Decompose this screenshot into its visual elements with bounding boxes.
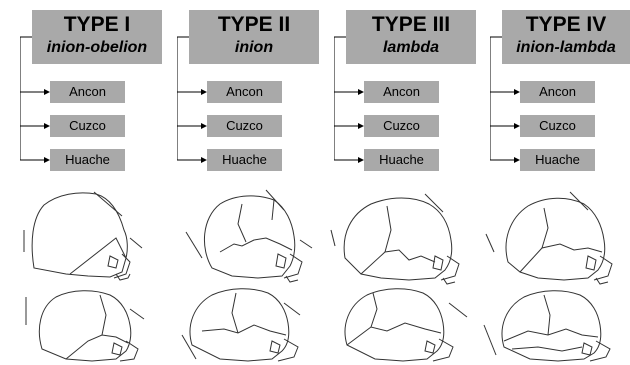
site-label: Huache bbox=[50, 149, 125, 171]
site-label: Ancon bbox=[50, 81, 125, 103]
site-label: Ancon bbox=[364, 81, 439, 103]
skull-type-2-row-2 bbox=[172, 285, 317, 363]
type-title: TYPE II bbox=[189, 13, 319, 37]
type-title: TYPE III bbox=[346, 13, 476, 37]
site-label: Cuzco bbox=[520, 115, 595, 137]
type-subtitle: inion bbox=[189, 37, 319, 59]
site-label: Huache bbox=[364, 149, 439, 171]
type-column-1: TYPE I inion-obelion Ancon Cuzco Huache bbox=[20, 0, 170, 175]
skull-type-1-row-2 bbox=[18, 285, 158, 363]
site-label: Cuzco bbox=[50, 115, 125, 137]
skull-type-4-row-2 bbox=[478, 285, 628, 363]
type-subtitle: inion-lambda bbox=[502, 37, 630, 59]
site-label: Ancon bbox=[520, 81, 595, 103]
site-label: Cuzco bbox=[207, 115, 282, 137]
type-title: TYPE I bbox=[32, 13, 162, 37]
skull-type-3-row-1 bbox=[325, 190, 475, 285]
skull-type-3-row-2 bbox=[325, 285, 475, 363]
type-title: TYPE IV bbox=[502, 13, 630, 37]
type-subtitle: lambda bbox=[346, 37, 476, 59]
type-column-2: TYPE II inion Ancon Cuzco Huache bbox=[177, 0, 327, 175]
type-header: TYPE III lambda bbox=[346, 10, 476, 64]
site-label: Ancon bbox=[207, 81, 282, 103]
site-label: Huache bbox=[207, 149, 282, 171]
type-header: TYPE II inion bbox=[189, 10, 319, 64]
skull-type-2-row-1 bbox=[172, 188, 317, 283]
type-subtitle: inion-obelion bbox=[32, 37, 162, 59]
skull-type-1-row-1 bbox=[18, 188, 153, 283]
site-label: Cuzco bbox=[364, 115, 439, 137]
type-column-3: TYPE III lambda Ancon Cuzco Huache bbox=[334, 0, 484, 175]
type-header: TYPE I inion-obelion bbox=[32, 10, 162, 64]
skull-type-4-row-1 bbox=[478, 190, 628, 285]
type-header: TYPE IV inion-lambda bbox=[502, 10, 630, 64]
site-label: Huache bbox=[520, 149, 595, 171]
type-column-4: TYPE IV inion-lambda Ancon Cuzco Huache bbox=[490, 0, 630, 175]
